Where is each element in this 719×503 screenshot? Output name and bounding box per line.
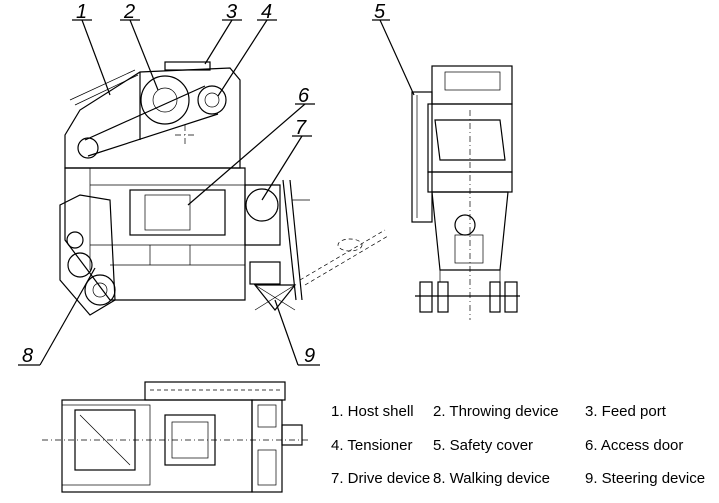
legend-item-access-door: 6. Access door xyxy=(585,437,683,454)
callout-8: 8 xyxy=(22,345,33,367)
legend-item-drive-device: 7. Drive device xyxy=(331,470,430,487)
legend-item-tensioner: 4. Tensioner xyxy=(331,437,412,454)
callout-5: 5 xyxy=(374,1,386,23)
legend-item-feed-port: 3. Feed port xyxy=(585,403,667,420)
callout-9: 9 xyxy=(304,345,315,367)
legend-item-steering-device: 9. Steering device xyxy=(585,470,705,487)
callout-6: 6 xyxy=(298,85,310,107)
leader-lines xyxy=(18,19,415,366)
legend-item-host-shell: 1. Host shell xyxy=(331,403,414,420)
legend-item-safety-cover: 5. Safety cover xyxy=(433,437,533,454)
side-view xyxy=(59,61,389,316)
callout-7: 7 xyxy=(295,117,307,139)
callout-4: 4 xyxy=(261,1,272,23)
legend-item-throwing-device: 2. Throwing device xyxy=(433,403,559,420)
end-view xyxy=(411,65,520,320)
legend: 1. Host shell 2. Throwing device 3. Feed… xyxy=(331,403,705,487)
callout-3: 3 xyxy=(226,1,237,23)
callout-2: 2 xyxy=(123,1,135,23)
top-view xyxy=(42,381,310,493)
callout-1: 1 xyxy=(76,1,87,23)
legend-item-walking-device: 8. Walking device xyxy=(433,470,550,487)
